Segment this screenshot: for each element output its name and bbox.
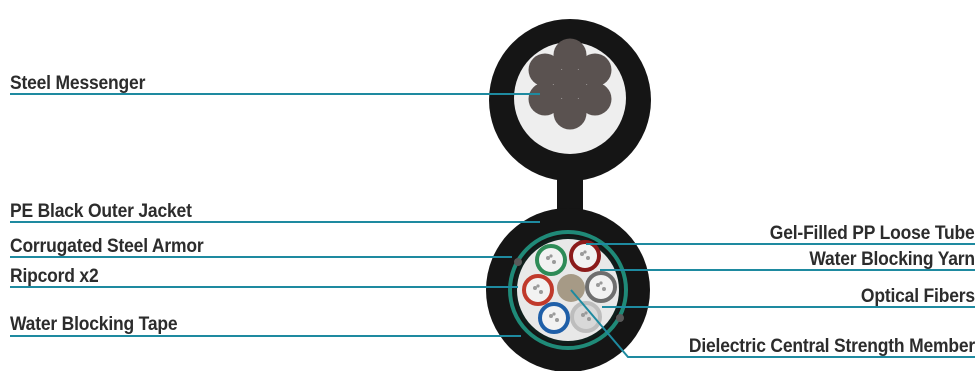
fiber-dot xyxy=(549,254,553,258)
label-ripcord: Ripcord x2 xyxy=(10,266,99,287)
loose-tube-white xyxy=(570,301,602,333)
fiber-dot xyxy=(580,252,584,256)
fiber-dot xyxy=(552,260,556,264)
corrugated-steel-armor-ring xyxy=(508,230,628,350)
fiber-dot xyxy=(533,286,537,290)
fiber-dot xyxy=(581,313,585,317)
label-water-blocking-tape: Water Blocking Tape xyxy=(10,314,178,335)
fiber-dot xyxy=(596,283,600,287)
leader-dielectric-central-strength-member xyxy=(570,289,975,358)
fiber-dot xyxy=(549,314,553,318)
label-corrugated-steel-armor: Corrugated Steel Armor xyxy=(10,236,204,257)
leader-lines xyxy=(10,93,975,358)
fiber-dot xyxy=(584,311,588,315)
messenger-strand xyxy=(553,67,587,101)
ripcord xyxy=(616,314,624,322)
messenger-strand xyxy=(578,53,612,87)
label-optical-fibers: Optical Fibers xyxy=(861,286,975,307)
loose-tube-darkred xyxy=(569,240,601,272)
label-steel-messenger: Steel Messenger xyxy=(10,73,146,94)
fiber-dot xyxy=(555,318,559,322)
fiber-dot xyxy=(536,284,540,288)
loose-tubes xyxy=(522,240,617,334)
messenger-strand xyxy=(578,82,612,116)
loose-tube-blue xyxy=(538,302,570,334)
label-pe-black-outer-jacket: PE Black Outer Jacket xyxy=(10,201,192,222)
fiber-dot xyxy=(586,256,590,260)
label-water-blocking-yarn: Water Blocking Yarn xyxy=(809,249,975,270)
fiber-dot xyxy=(552,312,556,316)
fiber-dot xyxy=(602,287,606,291)
label-gel-filled-pp-loose-tube: Gel-Filled PP Loose Tube xyxy=(770,223,975,244)
fiber-dot xyxy=(599,281,603,285)
messenger-strand xyxy=(553,38,587,72)
messenger-strand xyxy=(553,96,587,130)
fiber-dot xyxy=(587,317,591,321)
central-strength-member xyxy=(557,274,585,302)
loose-tube-gray xyxy=(585,271,617,303)
fiber-dot xyxy=(583,250,587,254)
loose-tube-green xyxy=(535,244,567,276)
fiber-dot xyxy=(539,290,543,294)
steel-messenger-strands xyxy=(528,38,612,130)
optical-fiber-dots xyxy=(533,250,606,322)
loose-tube-red xyxy=(522,274,554,306)
label-dielectric-central-strength-member: Dielectric Central Strength Member xyxy=(688,336,975,357)
messenger-strand xyxy=(528,82,562,116)
fiber-dot xyxy=(546,256,550,260)
ripcord xyxy=(514,258,522,266)
messenger-strand xyxy=(528,53,562,87)
